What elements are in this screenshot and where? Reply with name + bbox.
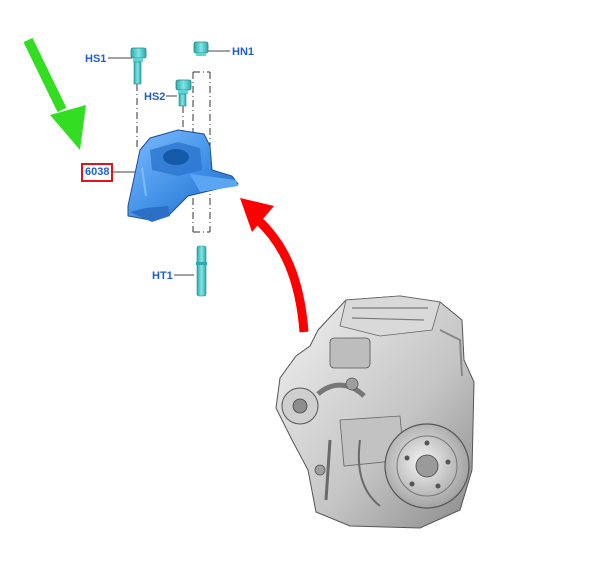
nut-hn1 xyxy=(193,41,209,56)
label-part-6038: 6038 xyxy=(81,163,114,182)
green-arrow-icon xyxy=(23,37,86,150)
red-curved-arrow-icon xyxy=(240,198,309,333)
bolt-hs1 xyxy=(130,47,147,85)
bolt-hs2 xyxy=(175,79,192,107)
engine-mount-bracket xyxy=(127,129,239,222)
engine-illustration xyxy=(275,295,475,529)
stud-ht1 xyxy=(196,245,207,297)
label-hs2: HS2 xyxy=(144,91,166,103)
label-hs1: HS1 xyxy=(85,53,107,65)
label-ht1: HT1 xyxy=(152,270,173,282)
label-hn1: HN1 xyxy=(232,46,255,58)
leader-lines xyxy=(108,50,230,276)
